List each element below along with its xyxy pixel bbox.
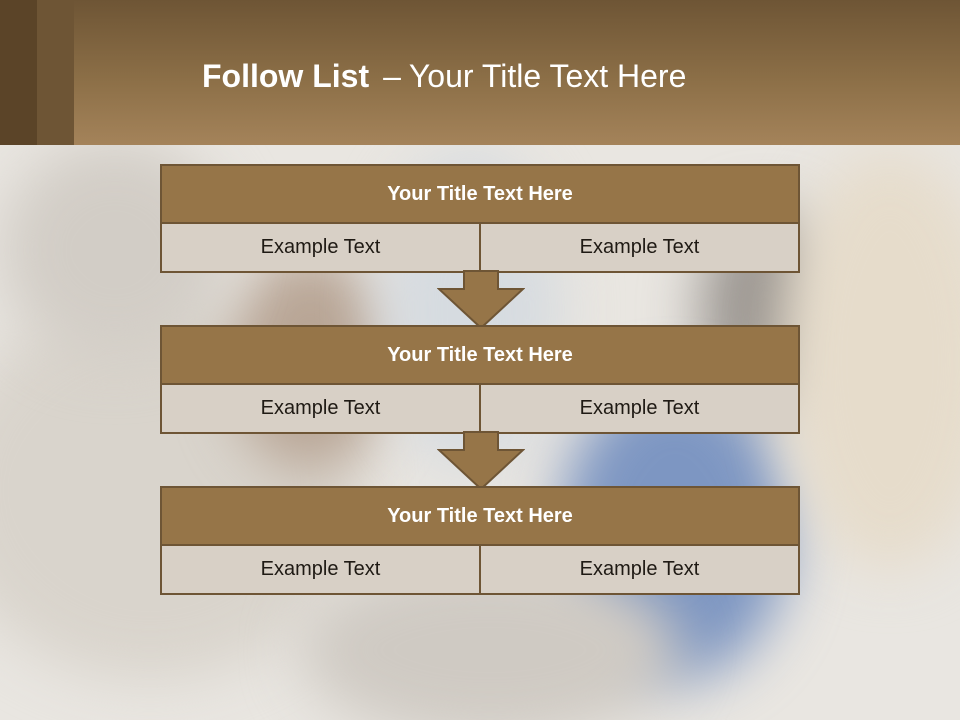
step-box-1: Your Title Text Here Example Text Exampl… bbox=[160, 164, 800, 273]
slide-header: Follow List–Your Title Text Here bbox=[0, 0, 960, 145]
step-box-3: Your Title Text Here Example Text Exampl… bbox=[160, 486, 800, 595]
step-cell-left: Example Text bbox=[162, 224, 479, 271]
step-cell-right: Example Text bbox=[479, 546, 798, 593]
step-title: Your Title Text Here bbox=[162, 488, 798, 546]
slide-title-bold: Follow List bbox=[202, 58, 370, 94]
step-cell-left: Example Text bbox=[162, 385, 479, 432]
header-accent-band bbox=[0, 0, 37, 145]
down-arrow-icon bbox=[437, 431, 525, 491]
step-box-2: Your Title Text Here Example Text Exampl… bbox=[160, 325, 800, 434]
step-cell-left: Example Text bbox=[162, 546, 479, 593]
down-arrow-icon bbox=[437, 270, 525, 330]
step-row: Example Text Example Text bbox=[162, 546, 798, 593]
step-cell-right: Example Text bbox=[479, 224, 798, 271]
slide-title-separator: – bbox=[383, 58, 401, 94]
step-cell-right: Example Text bbox=[479, 385, 798, 432]
slide-title-rest: Your Title Text Here bbox=[408, 58, 687, 94]
header-accent-band bbox=[37, 0, 74, 145]
step-title: Your Title Text Here bbox=[162, 327, 798, 385]
step-title: Your Title Text Here bbox=[162, 166, 798, 224]
step-row: Example Text Example Text bbox=[162, 385, 798, 432]
slide-title: Follow List–Your Title Text Here bbox=[202, 54, 686, 98]
step-row: Example Text Example Text bbox=[162, 224, 798, 271]
